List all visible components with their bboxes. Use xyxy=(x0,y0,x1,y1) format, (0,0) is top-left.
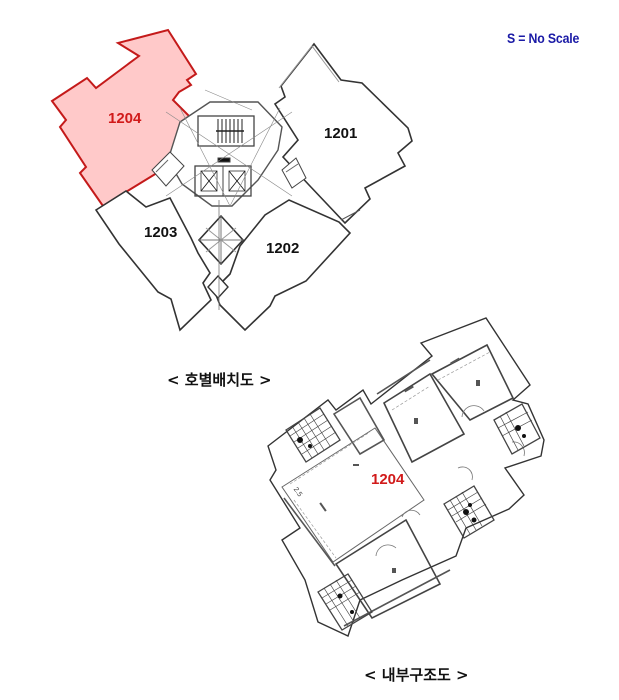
interior-plan-caption: < 내부구조도 > xyxy=(364,666,469,684)
room-label-marks xyxy=(319,357,480,573)
building-core xyxy=(151,89,307,310)
unit-1203-label: 1203 xyxy=(144,224,177,241)
unit-1201-label: 1201 xyxy=(324,125,357,142)
unit-1201-block[interactable]: 1201 xyxy=(273,42,413,225)
unit-1204-label: 1204 xyxy=(108,110,142,127)
unit-1203-block[interactable]: 1203 xyxy=(94,190,212,332)
plumbing-fixture-icon xyxy=(297,425,526,614)
scale-note: S = No Scale xyxy=(507,30,580,46)
placement-diagram-caption: < 호별배치도 > xyxy=(167,371,272,389)
stair-treads-icon xyxy=(216,119,244,143)
floor-plan-walls xyxy=(281,343,515,627)
elevator-car-icon xyxy=(200,170,246,192)
floor-plan-outline xyxy=(267,317,545,637)
unit-1202-label: 1202 xyxy=(266,240,299,257)
bathroom-tile-grid xyxy=(285,403,541,631)
dimension-mark: 2.5 xyxy=(292,486,303,498)
interior-unit-label: 1204 xyxy=(371,471,405,488)
